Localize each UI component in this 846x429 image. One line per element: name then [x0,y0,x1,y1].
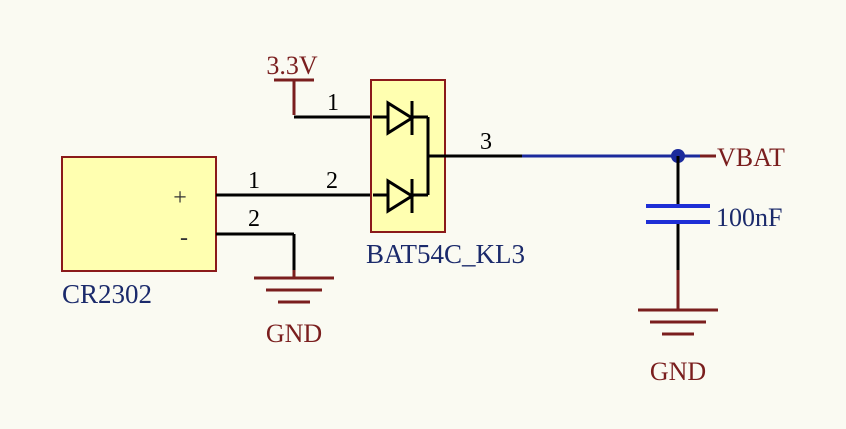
ground-left-label: GND [266,319,322,348]
battery-minus-symbol: - [180,225,188,251]
power-port-3v3[interactable]: 3.3V [266,51,318,115]
power-port-label: 3.3V [266,51,318,80]
ground-symbol-right[interactable]: GND [638,270,718,386]
battery-body [61,156,217,272]
diode-pin3-number: 3 [480,129,492,155]
net-label-vbat[interactable]: VBAT [700,143,785,172]
diode-pin2-number: 2 [326,168,338,194]
capacitor-value: 100nF [716,203,782,232]
diode-top-triangle [386,100,415,136]
battery-plus-symbol: + [173,185,187,211]
battery-cr2302[interactable]: + - CR2302 [61,156,217,309]
ground-symbol-left[interactable]: GND [254,270,334,348]
diode-bat54c[interactable]: BAT54C_KL3 [366,79,525,269]
diode-bottom-triangle [386,178,415,214]
battery-designator: CR2302 [62,279,152,309]
battery-pin1-number: 1 [248,168,260,194]
net-label-text: VBAT [717,143,785,172]
diode-designator: BAT54C_KL3 [366,239,525,269]
diode-pin1-number: 1 [327,90,339,116]
capacitor-100nf[interactable]: 100nF [646,203,782,232]
battery-pin2-number: 2 [248,206,260,232]
ground-right-label: GND [650,357,706,386]
